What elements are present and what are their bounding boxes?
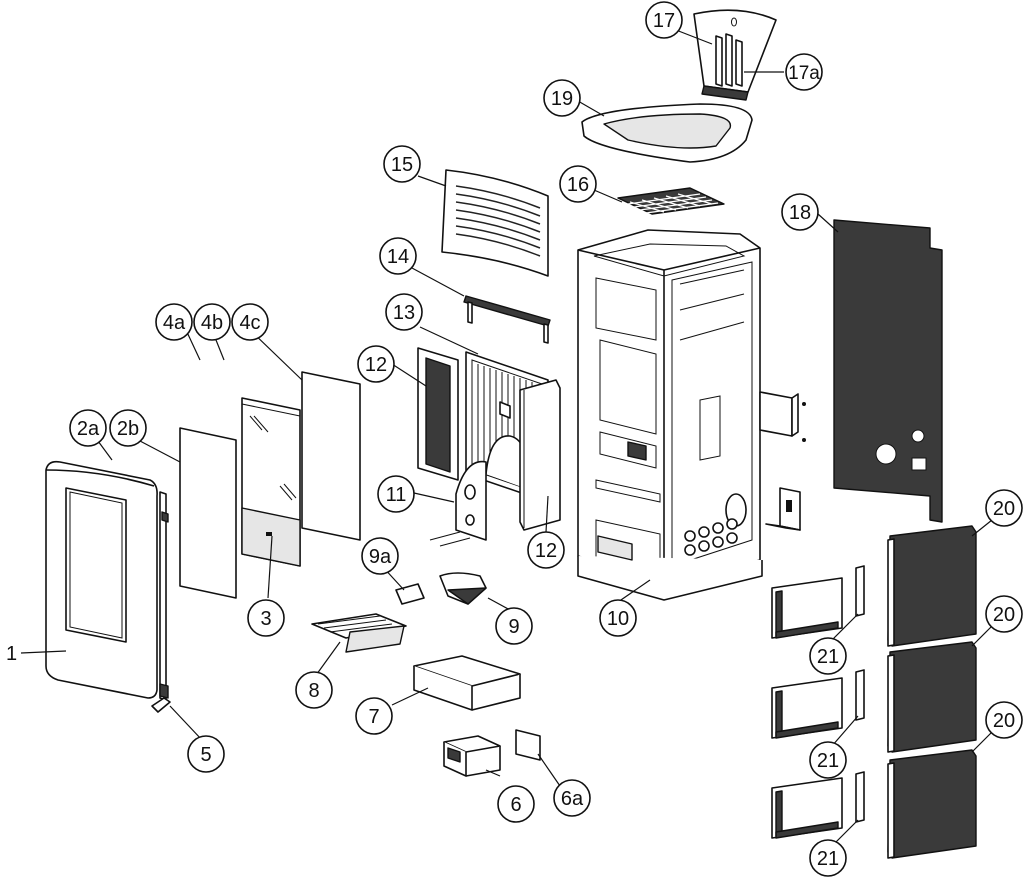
callout-10: 10 bbox=[599, 599, 637, 637]
callout-label: 17a bbox=[788, 63, 820, 84]
part-7-ash-pan bbox=[413, 655, 521, 711]
part-17-hopper-lid bbox=[693, 9, 777, 101]
part-1-front-panel bbox=[45, 460, 158, 699]
callout-label: 21 bbox=[817, 646, 839, 668]
callout-20-middle: 20 bbox=[985, 595, 1023, 633]
part-11-plate bbox=[429, 460, 487, 547]
callout-label: 8 bbox=[308, 680, 319, 702]
part-12-side-panel-right bbox=[519, 379, 561, 531]
callout-19: 19 bbox=[543, 79, 581, 117]
callout-label: 17 bbox=[653, 10, 675, 32]
callout-11: 11 bbox=[377, 475, 415, 513]
callout-16: 16 bbox=[559, 165, 597, 203]
callout-15: 15 bbox=[383, 145, 421, 183]
part-16-grid bbox=[617, 187, 725, 215]
callout-label: 2a bbox=[77, 418, 100, 440]
callout-label: 21 bbox=[817, 750, 839, 772]
callout-label: 20 bbox=[993, 710, 1015, 732]
part-21-frame-3 bbox=[771, 771, 865, 839]
callout-label: 16 bbox=[567, 174, 589, 196]
part-10-main-body bbox=[577, 229, 763, 601]
callout-2b: 2b bbox=[109, 409, 147, 447]
part-12-side-panel-left bbox=[417, 347, 459, 481]
callout-20-bottom: 20 bbox=[985, 701, 1023, 739]
callout-12-left: 12 bbox=[357, 345, 395, 383]
callout-21-top: 21 bbox=[809, 637, 847, 675]
callout-5: 5 bbox=[187, 735, 225, 773]
callout-6: 6 bbox=[497, 785, 535, 823]
callout-label: 7 bbox=[368, 706, 379, 728]
callout-4a: 4a bbox=[155, 303, 193, 341]
part-21-frame-2 bbox=[771, 669, 865, 739]
part-4-glass bbox=[301, 371, 361, 541]
callout-4b: 4b bbox=[193, 303, 231, 341]
part-19-top-frame bbox=[581, 103, 753, 163]
callout-label: 14 bbox=[387, 246, 409, 268]
callout-3: 3 bbox=[247, 599, 285, 637]
callout-label: 18 bbox=[789, 202, 811, 224]
callout-label: 20 bbox=[993, 604, 1015, 626]
callout-21-bottom: 21 bbox=[809, 839, 847, 877]
part-2-glass bbox=[179, 427, 237, 599]
callout-8: 8 bbox=[295, 671, 333, 709]
callout-label: 19 bbox=[551, 88, 573, 110]
part-3-glass-door bbox=[241, 397, 301, 567]
part-9a-pot-piece bbox=[395, 583, 425, 605]
callout-9a: 9a bbox=[361, 537, 399, 575]
part-5-hinge bbox=[151, 491, 171, 713]
callout-label: 9 bbox=[508, 616, 519, 638]
callout-9: 9 bbox=[495, 607, 533, 645]
part-20-grille-3 bbox=[887, 749, 977, 859]
callout-label: 20 bbox=[993, 498, 1015, 520]
callout-label: 12 bbox=[535, 540, 557, 562]
callout-7: 7 bbox=[355, 697, 393, 735]
callout-label: 4b bbox=[201, 312, 223, 334]
callout-label: 5 bbox=[200, 744, 211, 766]
body-side-bracket bbox=[759, 391, 806, 442]
callout-17a: 17a bbox=[785, 53, 823, 91]
part-15-grille bbox=[441, 169, 549, 277]
callout-label: 2b bbox=[117, 418, 139, 440]
callout-label: 10 bbox=[607, 608, 629, 630]
part-20-grille-1 bbox=[887, 525, 977, 647]
callout-14: 14 bbox=[379, 237, 417, 275]
callout-label: 15 bbox=[391, 154, 413, 176]
callout-4c: 4c bbox=[231, 303, 269, 341]
label-1: 1 bbox=[6, 643, 17, 665]
callout-label: 12 bbox=[365, 354, 387, 376]
callout-label: 11 bbox=[386, 484, 407, 506]
callout-21-middle: 21 bbox=[809, 741, 847, 779]
callout-2a: 2a bbox=[69, 409, 107, 447]
part-20-grille-2 bbox=[887, 641, 977, 753]
callout-17: 17 bbox=[645, 1, 683, 39]
part-6a-plate bbox=[515, 729, 541, 761]
part-14-deflector bbox=[463, 295, 551, 344]
small-bracket bbox=[765, 487, 801, 531]
callout-label: 4a bbox=[163, 312, 186, 334]
callout-label: 21 bbox=[817, 848, 839, 870]
callout-label: 3 bbox=[260, 608, 271, 630]
callout-6a: 6a bbox=[553, 779, 591, 817]
part-9-burn-pot bbox=[439, 572, 487, 605]
callout-label: 6a bbox=[561, 788, 584, 810]
part-18-side-panel bbox=[833, 219, 943, 523]
callout-20-top: 20 bbox=[985, 489, 1023, 527]
part-21-frame-1 bbox=[771, 565, 865, 639]
callout-12-right: 12 bbox=[527, 531, 565, 569]
callout-18: 18 bbox=[781, 193, 819, 231]
callout-label: 9a bbox=[369, 546, 392, 568]
callout-13: 13 bbox=[385, 293, 423, 331]
callout-label: 13 bbox=[393, 302, 415, 324]
callout-label: 4c bbox=[239, 312, 260, 334]
part-6-box bbox=[443, 735, 501, 777]
part-8-grate bbox=[311, 613, 407, 653]
callout-label: 6 bbox=[510, 794, 521, 816]
